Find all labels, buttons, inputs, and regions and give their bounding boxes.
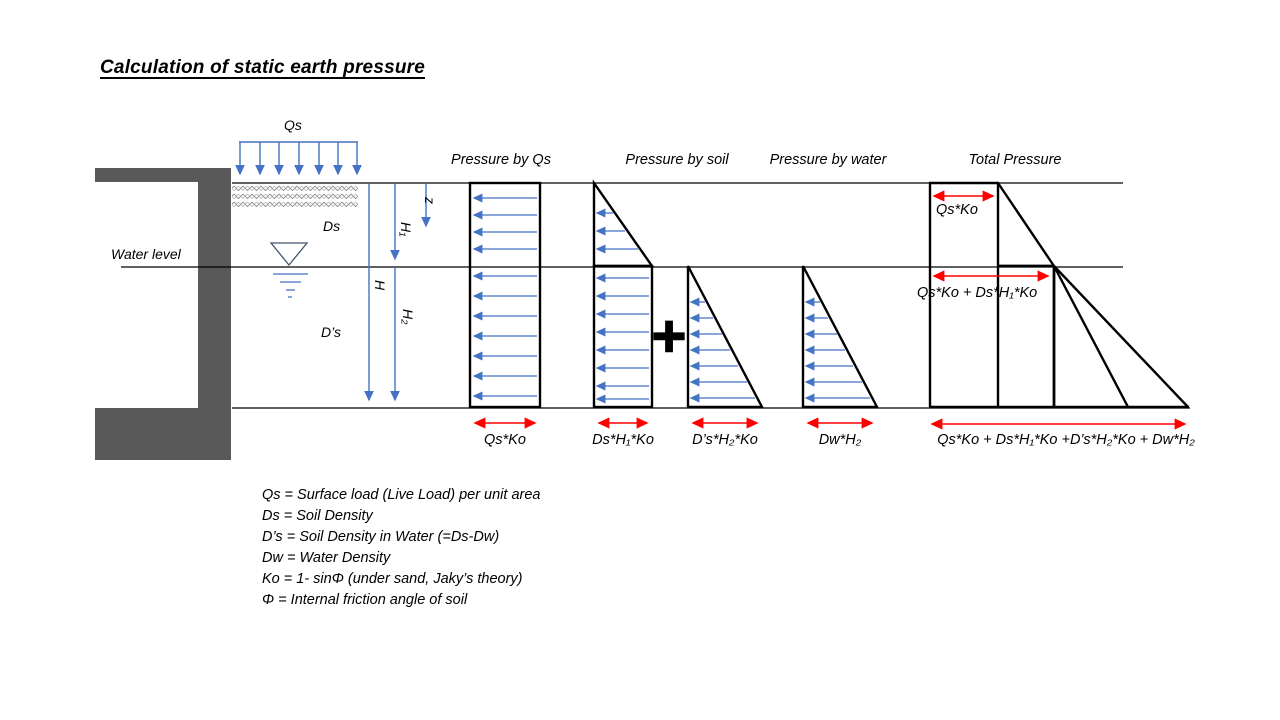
soil-hatch [232, 184, 358, 207]
depth-z-label: z [422, 197, 438, 204]
legend-line-dw: Dw = Water Density [262, 550, 391, 566]
total-surcharge-width-label: Qs*Ko [936, 202, 978, 218]
plus-icon: + [648, 308, 689, 362]
water-pressure-diagram [801, 265, 879, 409]
legend-line-ds: Ds = Soil Density [262, 508, 373, 524]
submerged-density-label: D’s [321, 324, 341, 340]
water-diagram-title: Pressure by water [769, 152, 887, 168]
red-dimension-arrows [473, 190, 1187, 430]
total-pressure-diagram [928, 181, 1189, 409]
height-h1-label: H₁ [398, 222, 414, 237]
legend-line-qs: Qs = Surface load (Live Load) per unit a… [262, 487, 541, 503]
dimension-lines [364, 184, 431, 402]
legend-line-dps: D’s = Soil Density in Water (=Ds-Dw) [262, 529, 500, 545]
legend: Qs = Surface load (Live Load) per unit a… [262, 485, 540, 611]
soil-lower-width-label: D’s*H₂*Ko [692, 432, 758, 448]
legend-line-phi: Φ = Internal friction angle of soil [262, 592, 468, 608]
retaining-wall [95, 168, 231, 460]
page-title: Calculation of static earth pressure [100, 57, 426, 78]
soil-diagram-title: Pressure by soil [625, 152, 729, 168]
height-h-label: H [372, 280, 388, 291]
surcharge-load-arrows [235, 141, 362, 176]
water-table-icon [269, 242, 309, 298]
total-base-width-label: Qs*Ko + Ds*H₁*Ko +D’s*H₂*Ko + Dw*H₂ [937, 432, 1195, 448]
submerged-soil-pressure-diagram [686, 265, 764, 409]
qs-diagram-title: Pressure by Qs [451, 152, 551, 168]
soil-pressure-diagram [592, 179, 655, 409]
surface-load-label: Qs [284, 117, 302, 133]
water-base-width-label: Dw*H₂ [818, 432, 862, 448]
total-waterlevel-width-label: Qs*Ko + Ds*H₁*Ko [917, 285, 1038, 301]
water-level-label: Water level [111, 246, 181, 262]
soil-upper-width-label: Ds*H₁*Ko [592, 432, 654, 448]
qs-base-width-label: Qs*Ko [484, 432, 526, 448]
legend-line-ko: Ko = 1- sinΦ (under sand, Jaky’s theory) [262, 571, 523, 587]
height-h2-label: H₂ [400, 309, 416, 325]
soil-density-label: Ds [323, 218, 341, 234]
total-diagram-title: Total Pressure [968, 152, 1062, 168]
qs-pressure-diagram [468, 181, 542, 409]
